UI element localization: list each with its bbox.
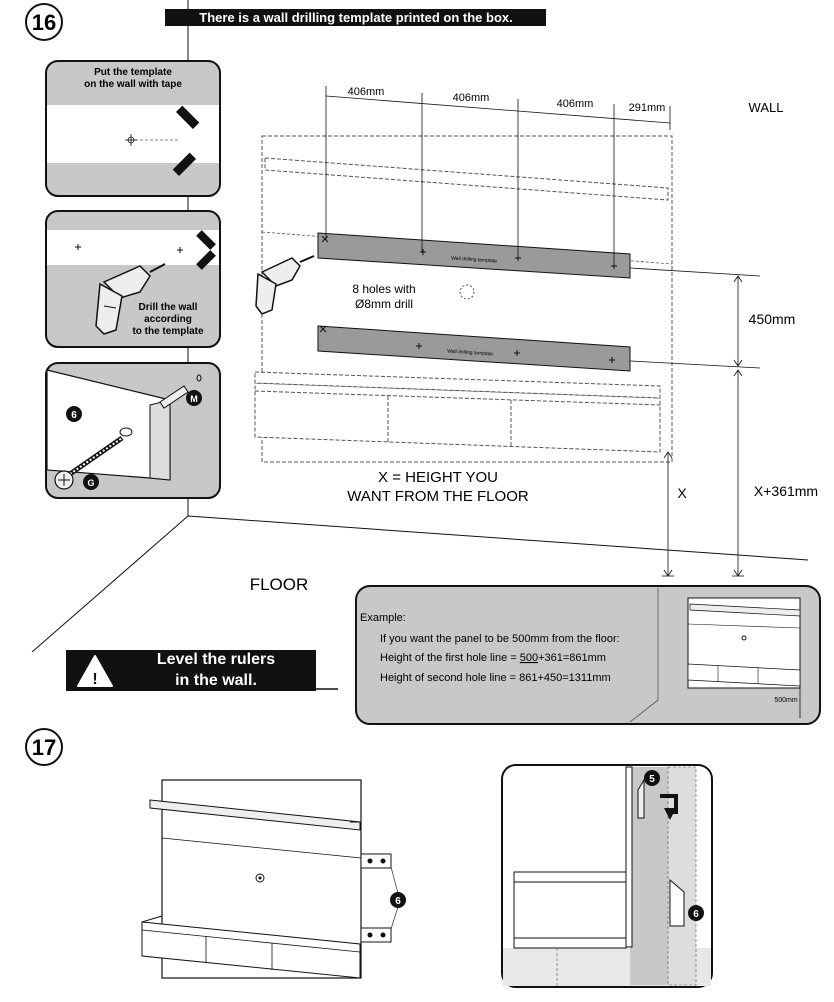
example-line-1: If you want the panel to be 500mm from t… <box>380 633 620 645</box>
example-box: Example: If you want the panel to be 500… <box>355 585 821 725</box>
step17-panel-drawing <box>141 779 399 979</box>
panel2-text-2: according <box>144 314 192 325</box>
drill-icon-main <box>255 255 315 315</box>
warning-icon-mark: ! <box>92 671 97 688</box>
example-line-2: Height of the first hole line = 500+361=… <box>380 652 606 664</box>
dim-x361-label: X+361mm <box>754 483 818 499</box>
dim-450-line <box>733 275 743 367</box>
dim-x361-line <box>732 369 744 577</box>
badge-17-6b-text: 6 <box>693 909 699 920</box>
template-label-bottom: Wall drilling template <box>447 348 493 357</box>
holes-text-1: 8 holes with <box>352 282 415 296</box>
warning-text-2: in the wall. <box>175 672 257 689</box>
dim-label-4: 291mm <box>629 102 666 114</box>
anchor-icon <box>159 385 189 409</box>
badge-17-6b <box>688 905 704 921</box>
badge-g-text: G <box>87 478 94 488</box>
example-line-3: Height of second hole line = 861+450=131… <box>380 672 611 684</box>
drill-icon <box>95 263 166 335</box>
step17-detail-box <box>501 764 713 988</box>
dim-label-1: 406mm <box>348 86 385 98</box>
badge-17-5 <box>644 770 660 786</box>
example-inset-dim: 500mm <box>774 697 798 704</box>
badge-6 <box>66 406 82 422</box>
holes-text-2: Ø8mm drill <box>355 297 413 311</box>
dim-label-2: 406mm <box>453 92 490 104</box>
floor-label: FLOOR <box>250 575 309 594</box>
dim-label-3: 406mm <box>557 98 594 110</box>
badge-m-text: M <box>190 394 198 404</box>
example-title: Example: <box>360 612 406 624</box>
template-label-top: Wall drilling template <box>451 255 497 264</box>
wall-panel-drawing <box>254 135 673 463</box>
panel1-text-1: Put the template <box>94 67 172 78</box>
wall-label: WALL <box>749 100 784 115</box>
dim-x-label: X <box>677 485 687 501</box>
warning-banner: ! Level the rulers in the wall. <box>66 650 338 691</box>
warning-icon <box>77 655 113 687</box>
step-16-circle <box>25 3 63 41</box>
panel2-text-1: Drill the wall <box>139 302 198 313</box>
panel-screw-anchor: 6 M G <box>45 362 221 499</box>
dim-x-line <box>662 451 674 577</box>
panel2-text-3: to the template <box>132 326 204 337</box>
banner-box <box>165 9 546 26</box>
panel-put-template: Put the template on the wall with tape <box>45 60 221 197</box>
banner-text: There is a wall drilling template printe… <box>199 10 513 25</box>
badge-g <box>83 474 99 490</box>
panel-drill-wall: Drill the wall according to the template <box>45 210 221 348</box>
tape-top <box>175 105 200 130</box>
dimension-leaders <box>325 86 671 266</box>
step-17-circle <box>25 728 63 766</box>
badge-6-text: 6 <box>71 410 77 421</box>
drilling-template-top: Wall drilling template <box>317 232 631 279</box>
x-definition-2: WANT FROM THE FLOOR <box>347 488 529 505</box>
badge-m <box>186 390 202 406</box>
tape-bottom <box>172 152 197 177</box>
step-17-number: 17 <box>32 735 56 760</box>
badge-17-6a <box>390 892 406 908</box>
screw-icon <box>54 435 124 490</box>
panel1-text-2: on the wall with tape <box>84 79 182 90</box>
example-inset-panel <box>687 597 801 718</box>
badge-17-6a-text: 6 <box>395 896 401 907</box>
drilling-template-bottom: Wall drilling template <box>317 325 631 372</box>
warning-text-1: Level the rulers <box>157 651 275 668</box>
badge-17-5-text: 5 <box>649 774 655 785</box>
dim-450-label: 450mm <box>749 311 796 327</box>
x-definition-1: X = HEIGHT YOU <box>378 469 498 486</box>
step-16-number: 16 <box>32 10 56 35</box>
floor-line <box>187 515 809 561</box>
floor-corner-line <box>31 515 189 653</box>
